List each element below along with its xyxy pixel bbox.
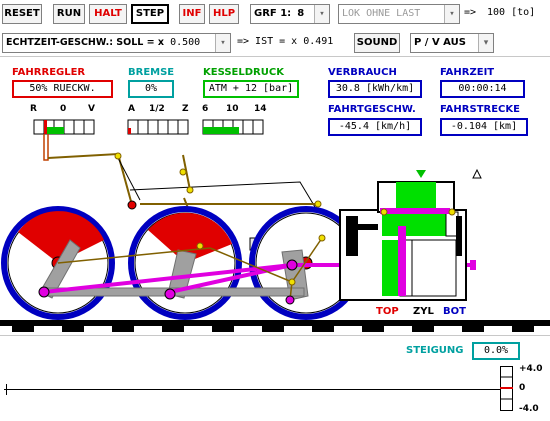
soll-speed-dropdown[interactable]: ECHTZEIT-GESCHW.: SOLL = x 0.500 ▾ bbox=[2, 33, 231, 53]
crank-pins bbox=[38, 259, 298, 305]
fahrgeschw-value: -45.4 [km/h] bbox=[328, 118, 422, 136]
soll-value: 0.500 bbox=[170, 37, 201, 48]
regler-tick-v: V bbox=[88, 104, 95, 114]
cylinder-pivots bbox=[380, 208, 456, 216]
steigung-value: 0.0% bbox=[472, 342, 520, 360]
pivot-red bbox=[127, 200, 137, 210]
kesseldruck-title: KESSELDRUCK bbox=[203, 67, 284, 78]
druck-scale-bar bbox=[202, 119, 264, 135]
profile-zero-label: 0 bbox=[519, 383, 526, 393]
regler-tick-r: R bbox=[30, 104, 37, 114]
bremse-tick-z: Z bbox=[182, 104, 189, 114]
rail-track bbox=[0, 320, 550, 332]
verbrauch-value: 30.8 [kWh/km] bbox=[328, 80, 422, 98]
grf-value: 8 bbox=[297, 8, 305, 19]
halt-button[interactable]: HALT bbox=[89, 4, 127, 24]
druck-tick-6: 6 bbox=[202, 104, 209, 114]
hlp-button[interactable]: HLP bbox=[209, 4, 239, 24]
fahrgeschw-title: FAHRTGESCHW. bbox=[328, 104, 416, 115]
pv-dropdown[interactable]: P / V AUS ▾ bbox=[410, 33, 494, 53]
grf-label: GRF 1: bbox=[254, 8, 292, 19]
step-button[interactable]: STEP bbox=[131, 4, 169, 24]
bremse-tick-half: 1/2 bbox=[149, 104, 165, 114]
fahrstrecke-value: -0.104 [km] bbox=[440, 118, 528, 136]
chevron-down-icon: ▾ bbox=[444, 5, 459, 23]
bremse-tick-a: A bbox=[128, 104, 135, 114]
druck-tick-10: 10 bbox=[226, 104, 239, 114]
profile-marker bbox=[6, 384, 7, 395]
grf-scale-dropdown[interactable]: GRF 1: 8 ▾ bbox=[250, 4, 330, 24]
locomotive-diagram bbox=[0, 119, 550, 332]
kesseldruck-value: ATM + 12 [bar] bbox=[203, 80, 299, 98]
fahrregler-value: 50% RUECKW. bbox=[12, 80, 113, 98]
chevron-down-icon: ▾ bbox=[215, 34, 230, 52]
fahrregler-title: FAHRREGLER bbox=[12, 67, 86, 78]
sound-button[interactable]: SOUND bbox=[354, 33, 400, 53]
cylinder-block bbox=[339, 168, 482, 301]
cylinder-top-label: TOP bbox=[376, 306, 399, 317]
divider bbox=[0, 56, 550, 57]
cylinder-bot-label: BOT bbox=[443, 306, 466, 317]
regler-tick-0: 0 bbox=[60, 104, 67, 114]
load-result: 100 [to] bbox=[487, 7, 536, 18]
druck-tick-14: 14 bbox=[254, 104, 267, 114]
regler-scale-bar[interactable] bbox=[33, 119, 95, 135]
fahrstrecke-title: FAHRSTRECKE bbox=[440, 104, 520, 115]
profile-min-label: -4.0 bbox=[519, 404, 539, 414]
soll-label: ECHTZEIT-GESCHW.: SOLL = x bbox=[6, 37, 165, 48]
bremse-scale-bar[interactable] bbox=[127, 119, 189, 135]
load-value: LOK OHNE LAST bbox=[342, 8, 421, 19]
track-profile-line bbox=[4, 389, 500, 390]
pv-value: P / V AUS bbox=[414, 37, 466, 48]
load-arrow: => bbox=[464, 7, 477, 18]
fahrzeit-title: FAHRZEIT bbox=[440, 67, 495, 78]
cylinder-zyl-label: ZYL bbox=[413, 306, 434, 317]
chevron-down-icon: ▾ bbox=[314, 5, 329, 23]
divider bbox=[0, 335, 550, 336]
run-button[interactable]: RUN bbox=[53, 4, 85, 24]
ist-speed-readout: => IST = x 0.491 bbox=[237, 36, 334, 47]
inf-button[interactable]: INF bbox=[179, 4, 205, 24]
load-dropdown[interactable]: LOK OHNE LAST ▾ bbox=[338, 4, 460, 24]
profile-max-label: +4.0 bbox=[519, 364, 543, 374]
gradient-scale bbox=[500, 366, 513, 411]
bremse-title: BREMSE bbox=[128, 67, 175, 78]
chevron-down-icon: ▾ bbox=[478, 34, 493, 52]
valve-gear bbox=[57, 237, 323, 301]
bremse-value: 0% bbox=[128, 80, 174, 98]
reset-button[interactable]: RESET bbox=[2, 4, 42, 24]
fahrzeit-value: 00:00:14 bbox=[440, 80, 525, 98]
steigung-title: STEIGUNG bbox=[406, 345, 464, 356]
verbrauch-title: VERBRAUCH bbox=[328, 67, 397, 78]
